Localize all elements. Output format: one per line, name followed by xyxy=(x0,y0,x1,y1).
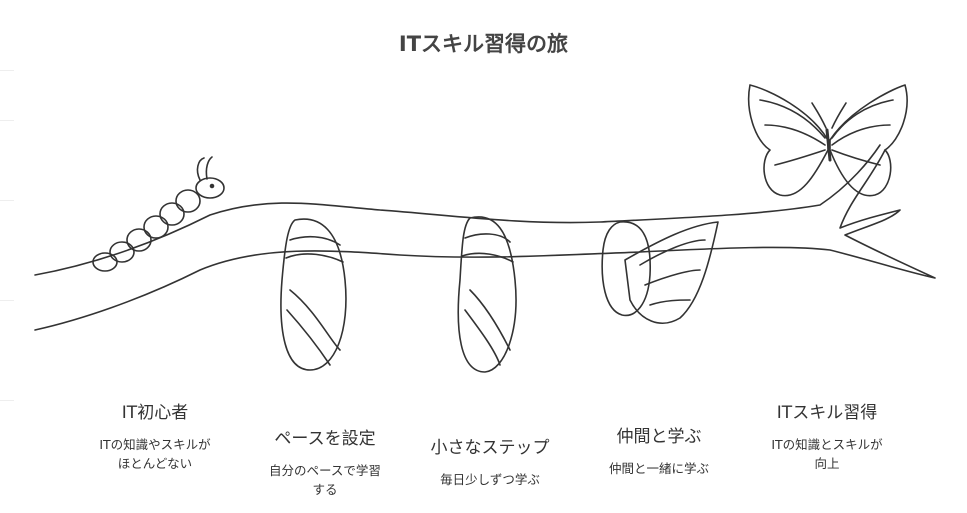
stage-description: ITの知識とスキルが向上 xyxy=(771,437,883,471)
diagram-title: ITスキル習得の旅 xyxy=(398,32,569,56)
stage-title: 小さなステップ xyxy=(430,438,550,458)
stage-description: 仲間と一緒に学ぶ xyxy=(608,461,709,476)
stage-description: 自分のペースで学習する xyxy=(269,463,381,497)
edge-tick xyxy=(0,120,14,121)
edge-tick xyxy=(0,200,14,201)
edge-tick xyxy=(0,300,14,301)
chrysalis-icon xyxy=(457,216,517,373)
edge-tick xyxy=(0,70,14,71)
stage-title: ITスキル習得 xyxy=(776,403,878,423)
stage-1: IT初心者 ITの知識やスキルがほとんどない xyxy=(70,398,240,473)
stage-3: 小さなステップ 毎日少しずつ学ぶ xyxy=(405,433,575,489)
caterpillar-icon xyxy=(92,156,225,272)
emerging-butterfly-icon xyxy=(601,221,719,324)
stage-description: ITの知識やスキルがほとんどない xyxy=(99,437,211,471)
stage-title: 仲間と学ぶ xyxy=(616,427,702,447)
stage-description: 毎日少しずつ学ぶ xyxy=(440,472,540,487)
chrysalis-icon xyxy=(280,218,347,371)
stage-2: ペースを設定 自分のペースで学習する xyxy=(240,424,410,499)
branch xyxy=(34,144,936,331)
stage-title: IT初心者 xyxy=(121,403,189,423)
stage-title: ペースを設定 xyxy=(274,429,376,449)
stage-4: 仲間と学ぶ 仲間と一緒に学ぶ xyxy=(574,422,744,478)
butterfly-icon xyxy=(747,84,908,197)
stage-5: ITスキル習得 ITの知識とスキルが向上 xyxy=(742,398,912,473)
edge-tick xyxy=(0,400,14,401)
